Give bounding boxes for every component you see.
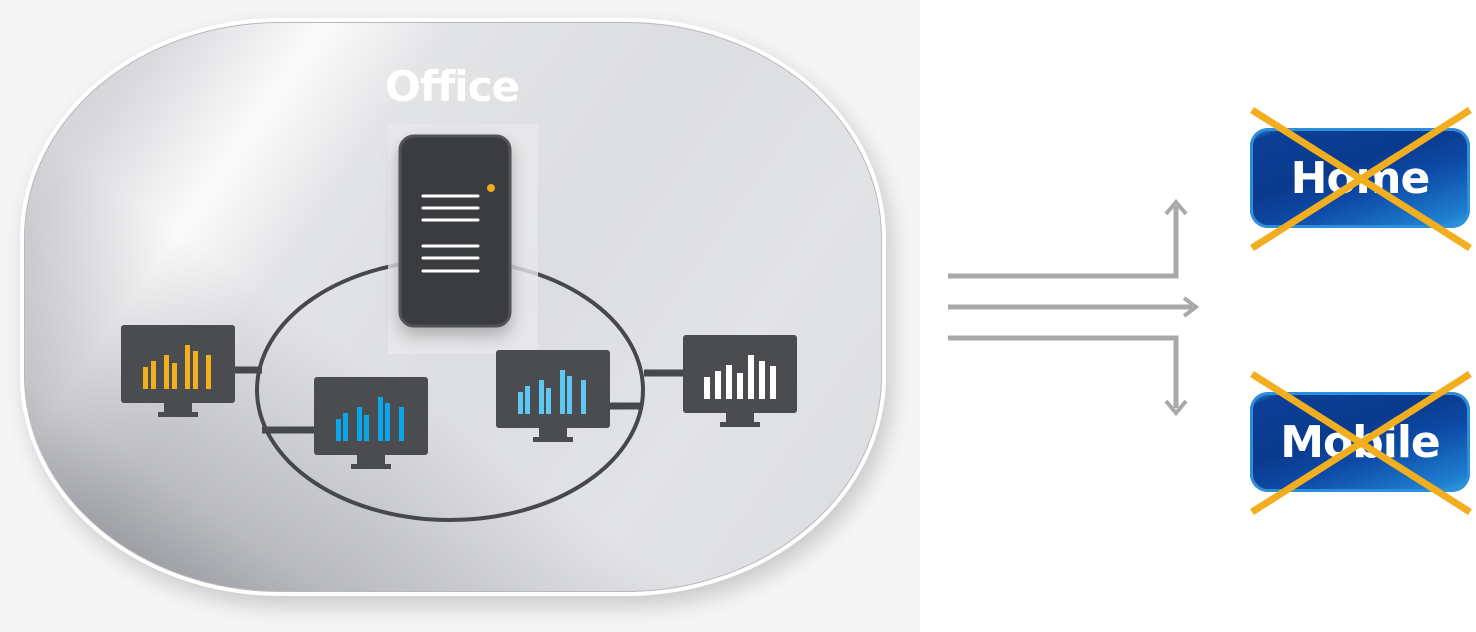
arrow-up-icon <box>948 206 1179 279</box>
monitor-left-orange-icon <box>121 325 235 417</box>
monitor-right-white-icon <box>683 335 797 427</box>
arrow-down-icon <box>948 335 1179 408</box>
server-led-icon <box>487 184 495 192</box>
cross-out-home-icon <box>1250 107 1472 251</box>
monitor-center-lightblue-icon <box>496 350 610 442</box>
cross-out-mobile-icon <box>1250 371 1472 515</box>
arrow-group <box>948 198 1200 417</box>
server-icon <box>398 134 512 328</box>
monitor-center-blue-icon <box>314 377 428 469</box>
office-title: Office <box>384 62 520 111</box>
